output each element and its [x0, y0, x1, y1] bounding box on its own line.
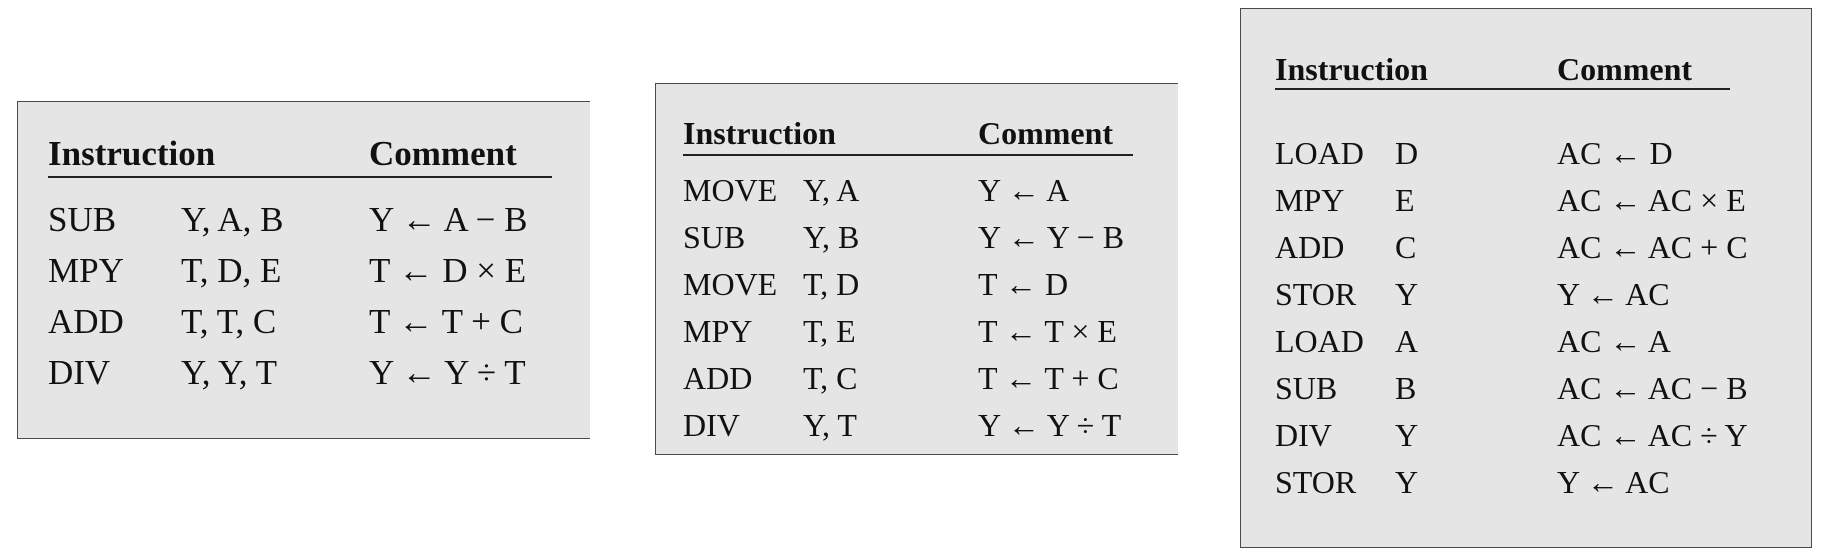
opcode: STOR	[1275, 276, 1357, 312]
comment-header: Comment	[1557, 51, 1693, 87]
operands: Y	[1395, 417, 1419, 453]
operands: C	[1395, 229, 1417, 265]
header-underline	[48, 176, 552, 178]
operands: E	[1395, 182, 1415, 218]
comment: Y ← AC	[1557, 464, 1670, 500]
opcode: MPY	[1275, 182, 1345, 218]
comment: Y ← Y ÷ T	[978, 407, 1122, 443]
comment-header: Comment	[369, 134, 517, 173]
comment: Y ← A	[978, 172, 1070, 208]
opcode: SUB	[48, 200, 117, 239]
comment: AC ← AC + C	[1557, 229, 1748, 265]
comment: Y ← Y − B	[978, 219, 1125, 255]
comment: AC ← D	[1557, 135, 1673, 171]
operands: B	[1395, 370, 1417, 406]
opcode: SUB	[1275, 370, 1338, 406]
comment: AC ← AC − B	[1557, 370, 1748, 406]
operands: T, E	[803, 313, 856, 349]
opcode: MOVE	[683, 172, 778, 208]
comment: AC ← AC ÷ Y	[1557, 417, 1748, 453]
opcode: DIV	[48, 353, 111, 392]
opcode: DIV	[683, 407, 740, 443]
comment: T ← T + C	[369, 302, 523, 341]
opcode: ADD	[683, 360, 753, 396]
operands: Y, Y, T	[181, 353, 277, 392]
instruction-header: Instruction	[48, 134, 216, 173]
comment: T ← D	[978, 266, 1069, 302]
instruction-header: Instruction	[1275, 51, 1428, 87]
comment: AC ← A	[1557, 323, 1671, 359]
comment-header: Comment	[978, 115, 1114, 151]
operands: T, D, E	[181, 251, 282, 290]
comment: AC ← AC × E	[1557, 182, 1746, 218]
operands: T, D	[803, 266, 860, 302]
operands: Y	[1395, 464, 1419, 500]
comment: T ← D × E	[369, 251, 527, 290]
opcode: ADD	[48, 302, 124, 341]
comment: Y ← Y ÷ T	[369, 353, 526, 392]
opcode: STOR	[1275, 464, 1357, 500]
opcode: LOAD	[1275, 135, 1364, 171]
operands: A	[1395, 323, 1419, 359]
opcode: ADD	[1275, 229, 1345, 265]
opcode: DIV	[1275, 417, 1332, 453]
comment: T ← T × E	[978, 313, 1117, 349]
opcode: LOAD	[1275, 323, 1364, 359]
header-underline	[683, 154, 1133, 156]
three-address-panel: Instruction Comment SUB Y, A, B Y ← A − …	[17, 101, 590, 439]
opcode: MPY	[48, 251, 124, 290]
two-address-panel: Instruction Comment MOVE Y, A Y ← A SUB …	[655, 83, 1178, 455]
operands: T, C	[803, 360, 858, 396]
operands: D	[1395, 135, 1419, 171]
operands: Y, B	[803, 219, 860, 255]
operands: T, T, C	[181, 302, 277, 341]
opcode: MOVE	[683, 266, 778, 302]
comment: Y ← A − B	[369, 200, 528, 239]
header-underline	[1275, 88, 1730, 90]
comment: T ← T + C	[978, 360, 1119, 396]
operands: Y, A, B	[181, 200, 284, 239]
operands: Y, T	[803, 407, 857, 443]
instruction-header: Instruction	[683, 115, 836, 151]
operands: Y, A	[803, 172, 860, 208]
opcode: MPY	[683, 313, 753, 349]
operands: Y	[1395, 276, 1419, 312]
comment: Y ← AC	[1557, 276, 1670, 312]
one-address-panel: Instruction Comment LOAD D AC ← D MPY E …	[1240, 8, 1812, 548]
opcode: SUB	[683, 219, 746, 255]
